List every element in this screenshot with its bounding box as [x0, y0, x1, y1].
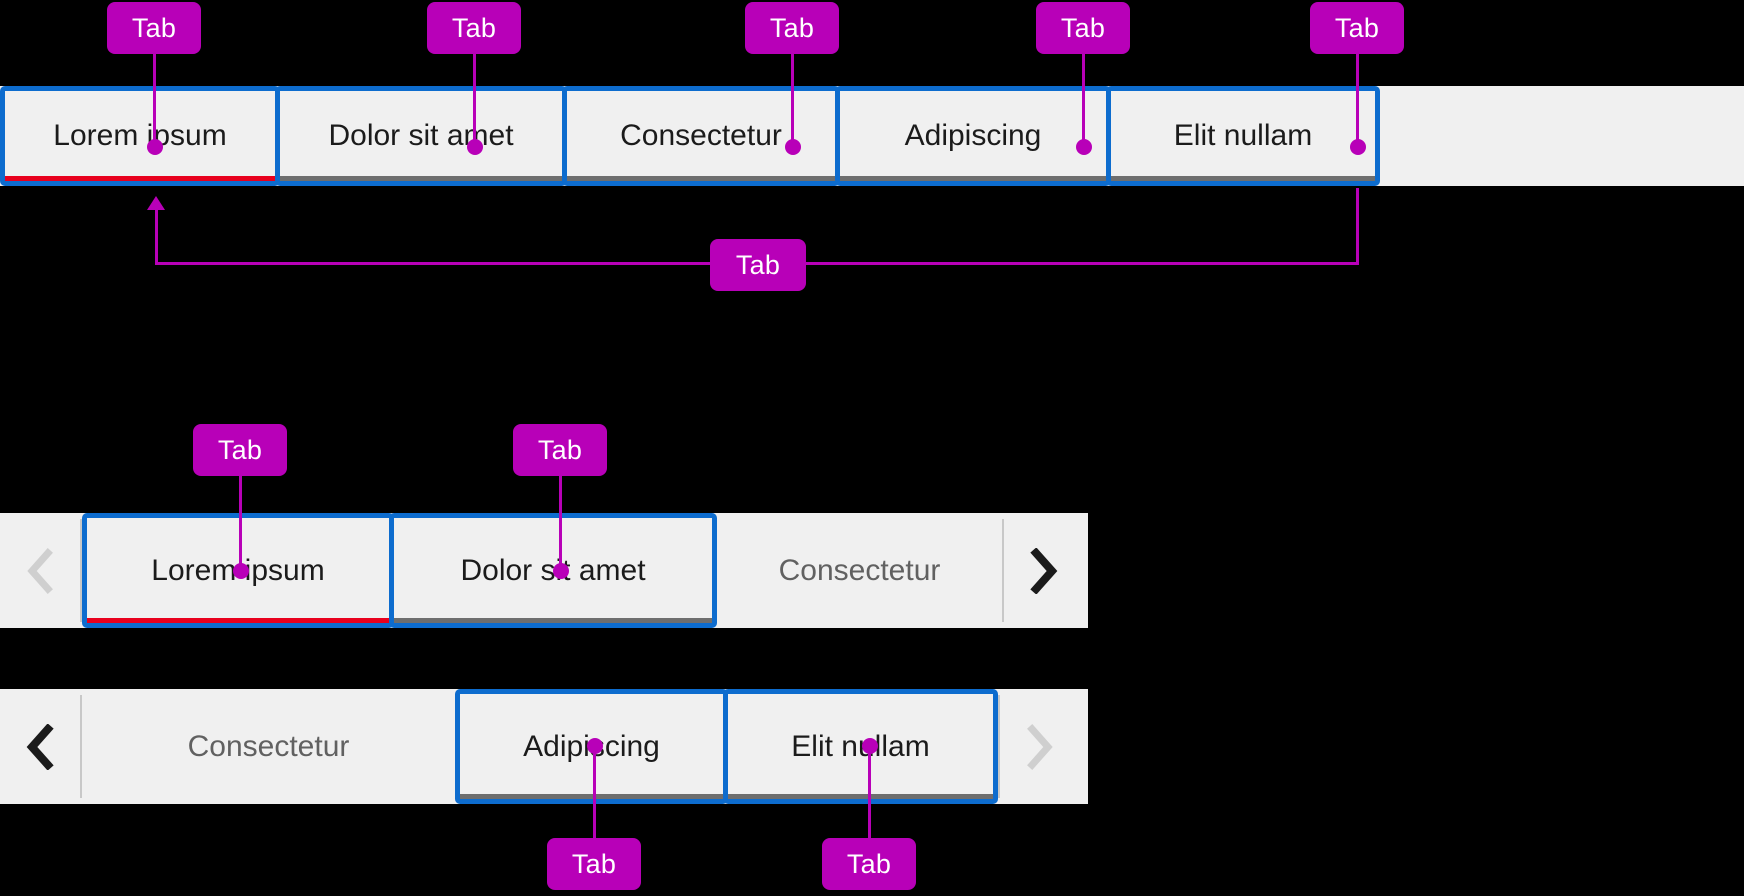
- callout-tab-elit-nullam-top: Tab: [1310, 2, 1404, 54]
- chevron-right-icon: [1030, 547, 1058, 594]
- tab-underline: [280, 176, 562, 181]
- callout-connector: [155, 209, 158, 264]
- callout-dot: [553, 563, 569, 579]
- callout-tab-dolor-sit-amet-mid: Tab: [513, 424, 607, 476]
- tab-label: Adipiscing: [904, 119, 1042, 152]
- tab-underline: [728, 794, 993, 799]
- tab-underline: [394, 618, 712, 623]
- full-tab-bar: Lorem ipsum Dolor sit amet Consectetur A…: [0, 86, 1744, 186]
- tab-underline: [840, 176, 1106, 181]
- callout-label: Tab: [735, 249, 781, 280]
- callout-tab-elit-nullam-bottom: Tab: [822, 838, 916, 890]
- tab-label: Elit nullam: [1173, 119, 1313, 152]
- callout-dot: [233, 563, 249, 579]
- tab-label: Consectetur: [778, 553, 941, 587]
- callout-tab-dolor-sit-amet-top: Tab: [427, 2, 521, 54]
- tab-label: Lorem ipsum: [53, 119, 227, 152]
- callout-label: Tab: [131, 12, 177, 43]
- tab-bar-empty-space: [1380, 86, 1744, 186]
- tab-underline: [460, 794, 723, 799]
- callout-connector: [1082, 54, 1085, 147]
- scroll-left-separator: [80, 519, 82, 622]
- scroll-right-button[interactable]: [1002, 513, 1084, 628]
- callout-label: Tab: [571, 848, 617, 879]
- callout-label: Tab: [217, 434, 263, 465]
- scroll-right-button[interactable]: [998, 689, 1080, 804]
- callout-tab-adipiscing-top: Tab: [1036, 2, 1130, 54]
- chevron-left-icon: [27, 547, 53, 594]
- callout-dot: [467, 139, 483, 155]
- callout-connector: [593, 746, 596, 838]
- callout-label: Tab: [451, 12, 497, 43]
- tab-label: Dolor sit amet: [328, 119, 514, 152]
- callout-dot: [785, 139, 801, 155]
- scroll-left-button[interactable]: [0, 513, 82, 628]
- tab-selected-underline: [5, 176, 275, 181]
- tab-consectetur-clipped[interactable]: Consectetur: [717, 513, 1002, 628]
- callout-connector: [153, 54, 156, 147]
- tab-consectetur[interactable]: Consectetur: [562, 86, 840, 186]
- callout-dot: [147, 139, 163, 155]
- scroll-right-separator: [998, 695, 1000, 798]
- tab-label: Consectetur: [187, 729, 350, 763]
- tab-underline: [567, 176, 835, 181]
- callout-connector: [239, 476, 242, 570]
- tab-selected-underline: [87, 618, 389, 623]
- chevron-right-icon: [1027, 723, 1053, 770]
- callout-dot: [862, 738, 878, 754]
- callout-connector: [868, 746, 871, 838]
- tab-label: Consectetur: [620, 119, 782, 152]
- callout-tab-lorem-ipsum-mid: Tab: [193, 424, 287, 476]
- callout-connector: [1356, 188, 1359, 264]
- tab-underline: [1111, 176, 1375, 181]
- tab-adipiscing[interactable]: Adipiscing: [835, 86, 1111, 186]
- callout-label: Tab: [846, 848, 892, 879]
- scroll-right-separator: [1002, 519, 1004, 622]
- callout-connector: [559, 476, 562, 570]
- callout-tab-bar-container: Tab: [710, 239, 806, 291]
- tab-elit-nullam[interactable]: Elit nullam: [1106, 86, 1380, 186]
- chevron-left-icon: [26, 723, 54, 770]
- callout-arrowhead: [147, 196, 165, 210]
- tab-dolor-sit-amet[interactable]: Dolor sit amet: [275, 86, 567, 186]
- tab-consectetur-clipped[interactable]: Consectetur: [82, 689, 455, 804]
- tab-lorem-ipsum[interactable]: Lorem ipsum: [0, 86, 280, 186]
- tab-elit-nullam[interactable]: Elit nullam: [723, 689, 998, 804]
- callout-label: Tab: [1060, 12, 1106, 43]
- callout-connector: [473, 54, 476, 147]
- callout-label: Tab: [1334, 12, 1380, 43]
- callout-tab-consectetur-top: Tab: [745, 2, 839, 54]
- callout-tab-adipiscing-bottom: Tab: [547, 838, 641, 890]
- tab-label: Elit nullam: [791, 729, 930, 763]
- callout-connector: [1356, 54, 1359, 147]
- scroll-left-button[interactable]: [0, 689, 82, 804]
- scroll-left-separator: [80, 695, 82, 798]
- callout-dot: [587, 738, 603, 754]
- scrollable-tab-bar-end: Consectetur Adipiscing Elit nullam: [0, 689, 1088, 804]
- callout-tab-lorem-ipsum-top: Tab: [107, 2, 201, 54]
- scrollable-tab-bar-start: Lorem ipsum Dolor sit amet Consectetur: [0, 513, 1088, 628]
- callout-dot: [1076, 139, 1092, 155]
- callout-label: Tab: [537, 434, 583, 465]
- callout-dot: [1350, 139, 1366, 155]
- callout-connector: [791, 54, 794, 147]
- callout-label: Tab: [769, 12, 815, 43]
